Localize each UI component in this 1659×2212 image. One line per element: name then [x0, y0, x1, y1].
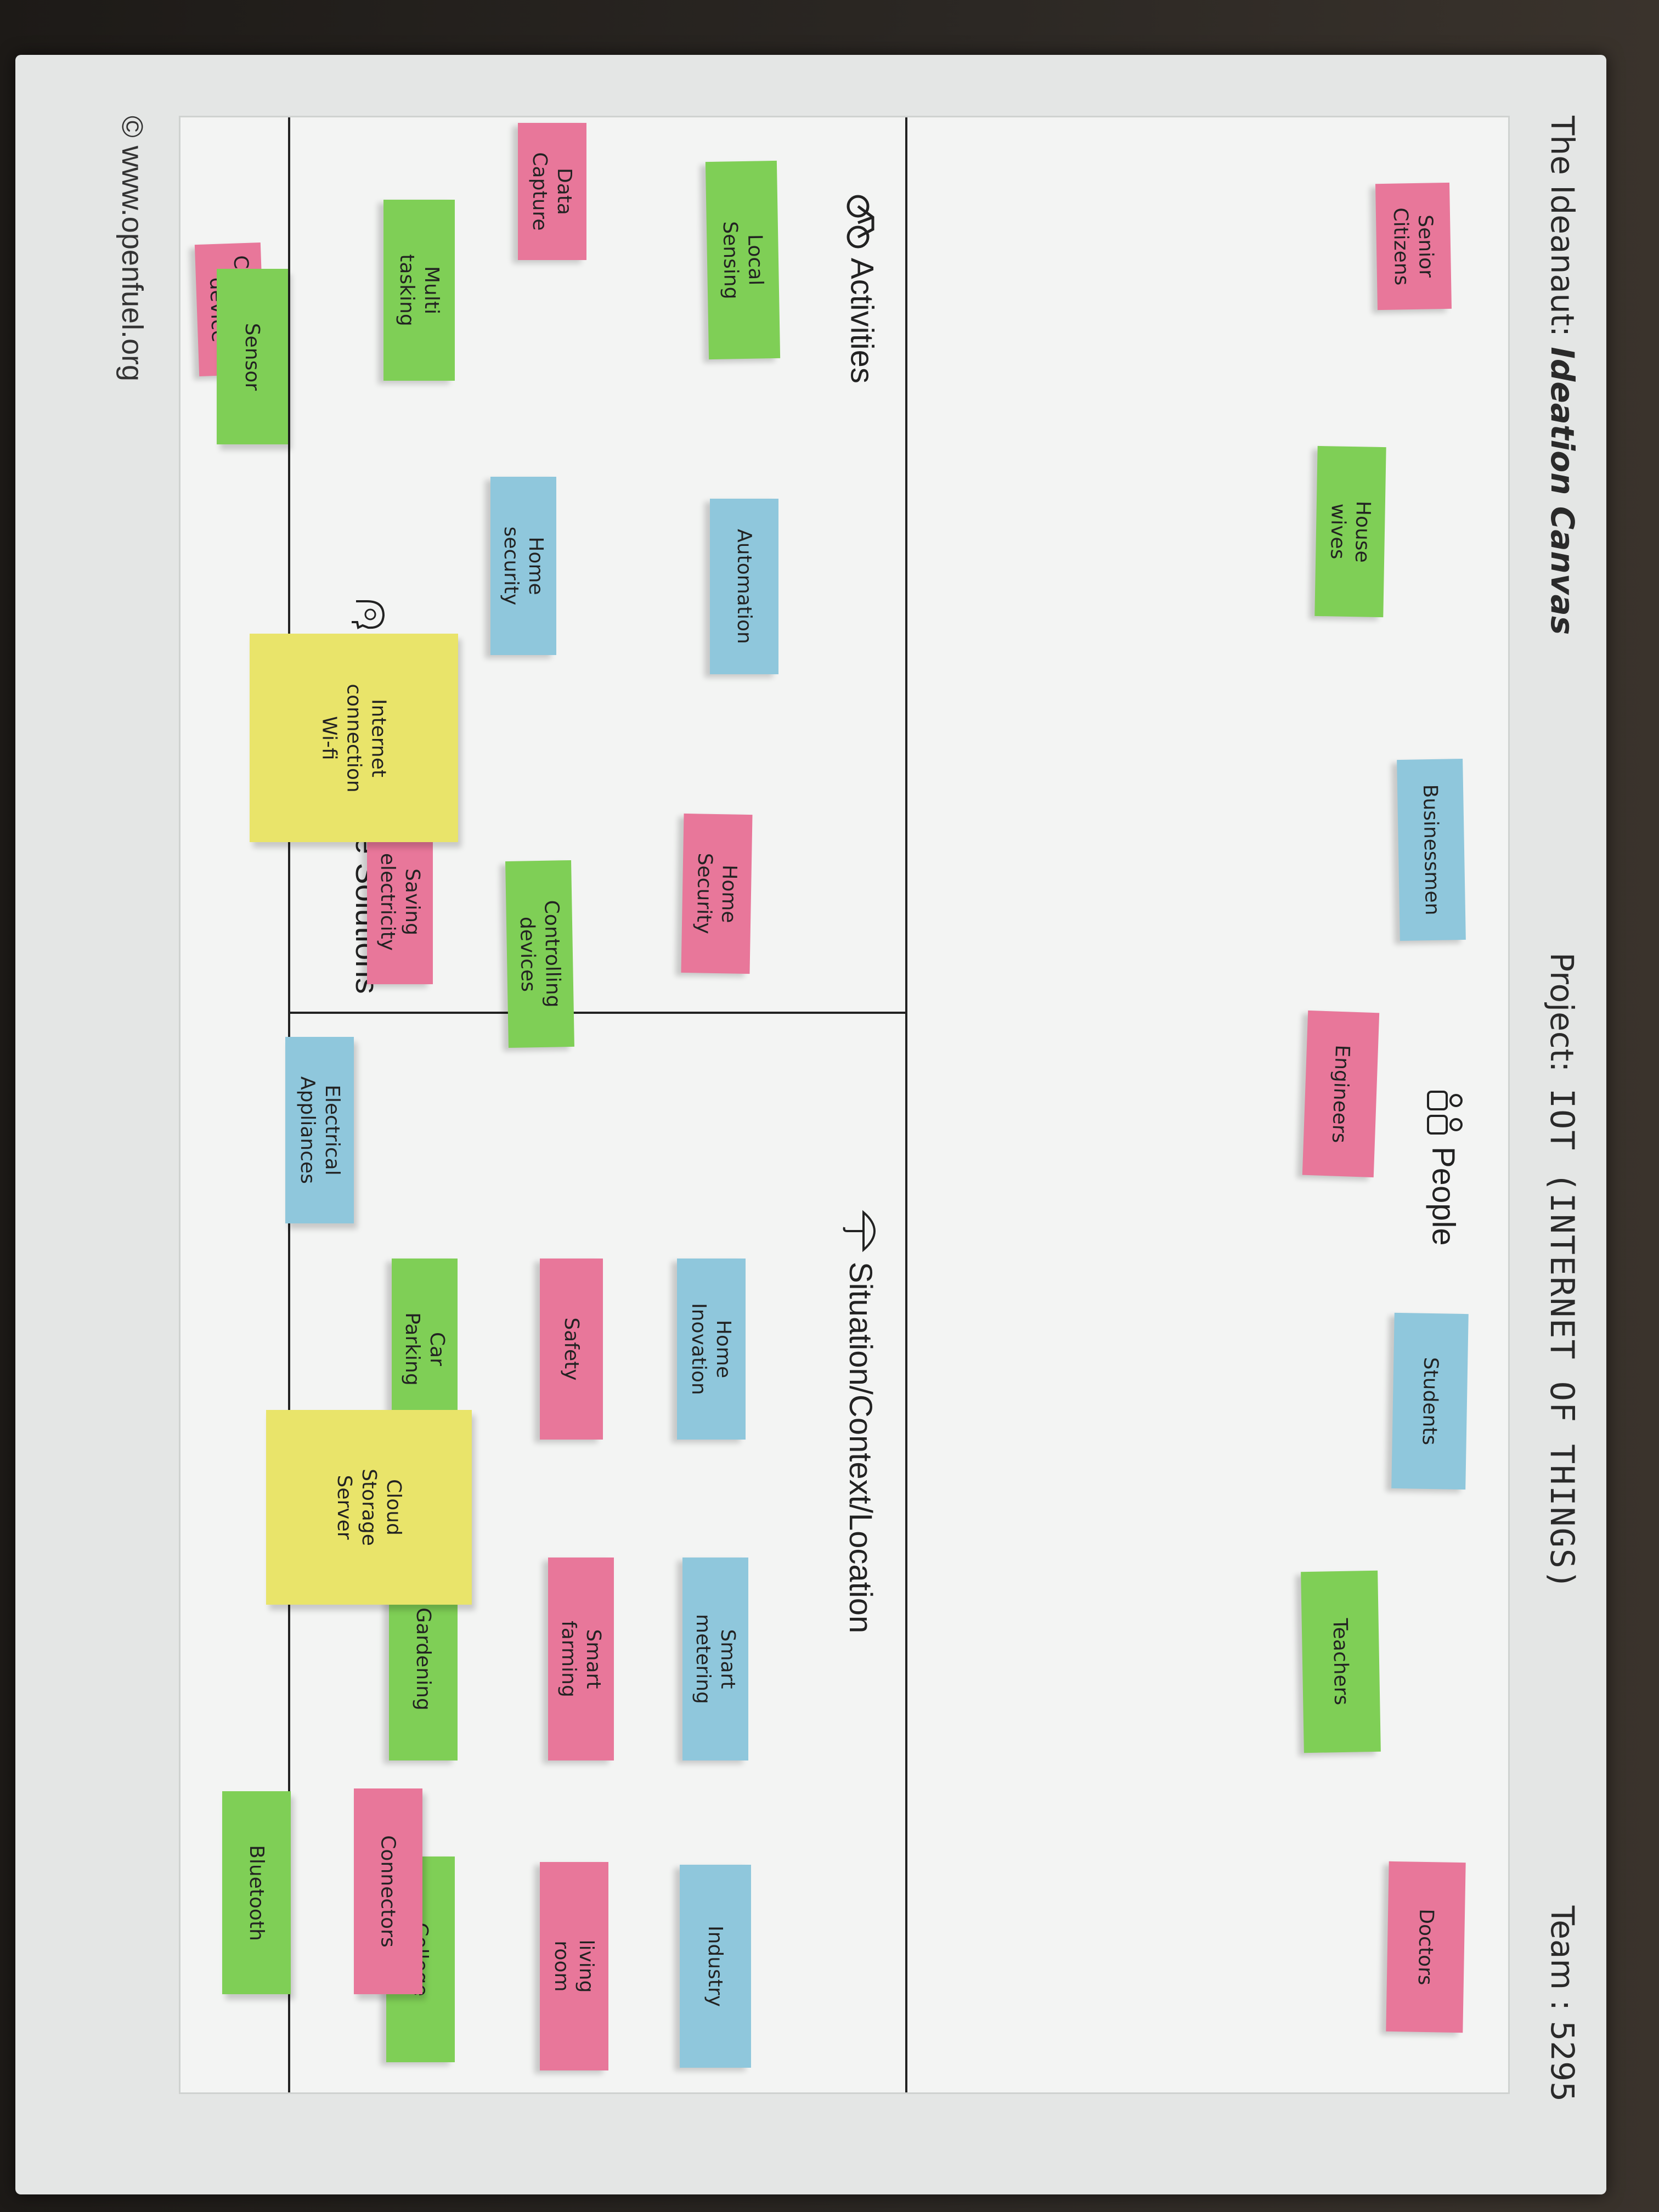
sticky-note: Car Parking [392, 1259, 458, 1440]
sticky-note: Smart metering [682, 1558, 748, 1760]
footer-copyright: © www.openfuel.org [116, 116, 149, 382]
project-name: IOT (INTERNET OF THINGS) [1543, 1088, 1581, 1590]
section-situation-label: Situation/Context/Location [834, 1209, 883, 1633]
umbrella-icon [834, 1209, 883, 1253]
note-text: Home security [500, 526, 547, 606]
sticky-note: Local Sensing [705, 160, 781, 360]
note-text: Controlling device [205, 255, 256, 363]
note-text: Smart metering [692, 1614, 739, 1704]
section-situation-text: Situation/Context/Location [843, 1262, 879, 1634]
canvas-title: The Ideanaut: Ideation Canvas [1544, 116, 1581, 635]
sticky-note: College [386, 1857, 455, 2062]
sticky-note: Automation [710, 499, 778, 674]
note-text: Multi tasking [396, 254, 443, 326]
sticky-note: Smart farming [548, 1558, 614, 1760]
note-text: House wives [1326, 500, 1375, 563]
people-icon [1418, 1088, 1464, 1138]
section-activities-text: Activities [844, 258, 880, 383]
note-text: Automation [733, 529, 755, 644]
note-text: Industry [704, 1925, 727, 2007]
canvas-board: People Activities Situation/Context/Loca… [179, 116, 1510, 2094]
sticky-note: Multi tasking [383, 200, 455, 381]
sticky-note: House wives [1314, 445, 1386, 618]
section-people-text: People [1425, 1147, 1462, 1246]
divider-activities-situation [290, 1012, 907, 1014]
project-header: Project: IOT (INTERNET OF THINGS) [1543, 952, 1581, 1590]
sticky-note: Doctors [1386, 1861, 1466, 2033]
note-text: Local Sensing [718, 221, 767, 300]
note-text: Smart farming [557, 1621, 605, 1697]
sticky-note: Home Inovation [677, 1259, 746, 1440]
note-text: Home Security [692, 853, 741, 934]
sticky-note: Controlling device [194, 242, 266, 377]
sticky-note: Saving electricity [367, 820, 433, 984]
sticky-note: Controlling devices [505, 860, 574, 1048]
title-prefix: The Ideanaut: [1544, 116, 1581, 347]
note-text: Businessmen [1419, 784, 1444, 916]
sticky-note: Industry [680, 1865, 751, 2068]
note-text: Senior Citizens [1389, 207, 1438, 286]
note-text: Home Inovation [687, 1303, 735, 1395]
note-text: Car Parking [401, 1312, 448, 1386]
note-text: Teachers [1329, 1618, 1353, 1706]
section-props-label: Props/Possible Solutions [340, 595, 389, 994]
divider-props [288, 117, 290, 2092]
sticky-note: Home security [490, 477, 556, 655]
note-text: Engineers [1328, 1044, 1354, 1144]
project-label: Project: [1543, 952, 1581, 1072]
note-text: College [409, 1922, 432, 1996]
note-text: Data Capture [528, 152, 576, 231]
sticky-note: Students [1391, 1312, 1469, 1490]
sticky-note: Home Security [681, 813, 753, 974]
sticky-note: Businessmen [1397, 758, 1466, 941]
sticky-note: Senior Citizens [1375, 182, 1452, 311]
ideation-canvas: The Ideanaut: Ideation Canvas Project: IO… [56, 64, 1603, 2148]
section-activities-label: Activities [837, 194, 883, 383]
sticky-note: Teachers [1301, 1570, 1381, 1753]
sticky-note: Engineers [1302, 1010, 1380, 1178]
sticky-note: Safety [540, 1259, 603, 1440]
team-number: Team : 5295 [1544, 1905, 1581, 2102]
sticky-note: Data Capture [518, 123, 586, 260]
section-people-label: People [1418, 1088, 1464, 1246]
note-text: Saving electricity [376, 853, 424, 951]
note-text: living room [550, 1939, 598, 1993]
note-text: Safety [560, 1317, 583, 1381]
lightbulb-head-icon [340, 595, 389, 633]
divider-people [905, 117, 907, 2092]
sticky-note: living room [540, 1862, 608, 2070]
note-text: Students [1418, 1357, 1442, 1446]
bicycle-icon [837, 194, 883, 249]
note-text: Doctors [1414, 1909, 1438, 1985]
sticky-note: Gardening [389, 1558, 458, 1760]
title-emphasis: Ideation Canvas [1544, 347, 1581, 635]
note-text: Gardening [412, 1607, 435, 1711]
note-text: Controlling devices [515, 900, 565, 1008]
